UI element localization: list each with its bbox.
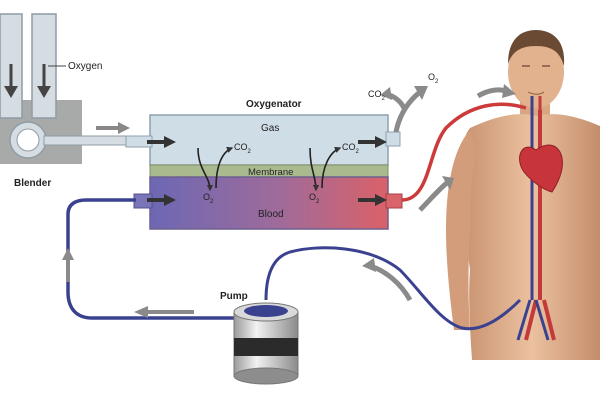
venous-drainage-tube [264, 246, 522, 331]
blood-chamber [149, 176, 389, 230]
o2-exchange-arrow-icon [197, 147, 214, 192]
blender-label: Blender [14, 178, 51, 189]
exhaust-arrow-icon [380, 87, 392, 100]
blood-label: Blood [258, 209, 284, 220]
flow-up-arrow-icon [62, 248, 74, 260]
oxygenator: Oxygenator Gas Membrane Blood CO2 CO [125, 99, 403, 230]
exhaust-arrow-icon [393, 90, 422, 133]
oxygenator-label: Oxygenator [246, 99, 302, 110]
co2-exchange-arrow-icon [321, 146, 342, 189]
membrane-label: Membrane [248, 167, 293, 178]
blender: Oxygen Blender [0, 13, 133, 189]
pump-band [234, 338, 298, 356]
co2-label: CO2 [342, 142, 360, 155]
co2-exhaust-label: CO2 [368, 89, 386, 102]
gas-flow-arrow-icon [375, 136, 387, 148]
blender-mixer-core [16, 128, 40, 152]
artery [524, 110, 556, 341]
heart-icon [519, 144, 563, 193]
patient-arm [446, 130, 476, 330]
o2-exhaust-label: O2 [428, 72, 439, 85]
o2-label: O2 [203, 192, 214, 205]
flow-left-arrow-icon [134, 306, 148, 318]
oxygen-label: Oxygen [68, 61, 102, 72]
exhaust-arrow-icon [414, 86, 428, 100]
arrow-down-icon [4, 86, 18, 98]
arterial-return-tube [401, 102, 527, 202]
pump: Pump [220, 291, 299, 385]
blood-flow-arrow-icon [164, 194, 176, 206]
co2-exchange-arrow-icon [215, 146, 234, 189]
flow-curved-arrow-icon [418, 180, 450, 212]
gas-chamber [149, 114, 389, 166]
blender-outlet-tube [43, 135, 133, 146]
flow-curved-arrow-icon [362, 258, 376, 272]
o2-label: O2 [309, 192, 320, 205]
pump-bottom [233, 367, 299, 385]
pump-label: Pump [220, 291, 248, 302]
co2-label: CO2 [234, 142, 252, 155]
blood-outlet-port [385, 193, 403, 209]
flow-curved-arrow-icon [369, 263, 413, 302]
flow-arrow-icon [118, 122, 130, 134]
patient-figure [446, 30, 600, 360]
gas-outlet-port [385, 131, 401, 147]
gas-flow-arrow-icon [164, 136, 176, 148]
patient-mouth [527, 91, 545, 95]
arrow-down-icon [37, 86, 51, 98]
flow-curved-arrow-icon [502, 84, 516, 98]
blood-flow-arrow-icon [375, 194, 387, 206]
flow-curved-arrow-icon [442, 176, 454, 190]
vein [516, 110, 550, 341]
patient-hair [508, 30, 565, 66]
pump-inlet [244, 305, 288, 317]
gas-label: Gas [261, 123, 279, 134]
o2-exchange-arrow-icon [309, 147, 320, 192]
patient-head [508, 36, 564, 108]
